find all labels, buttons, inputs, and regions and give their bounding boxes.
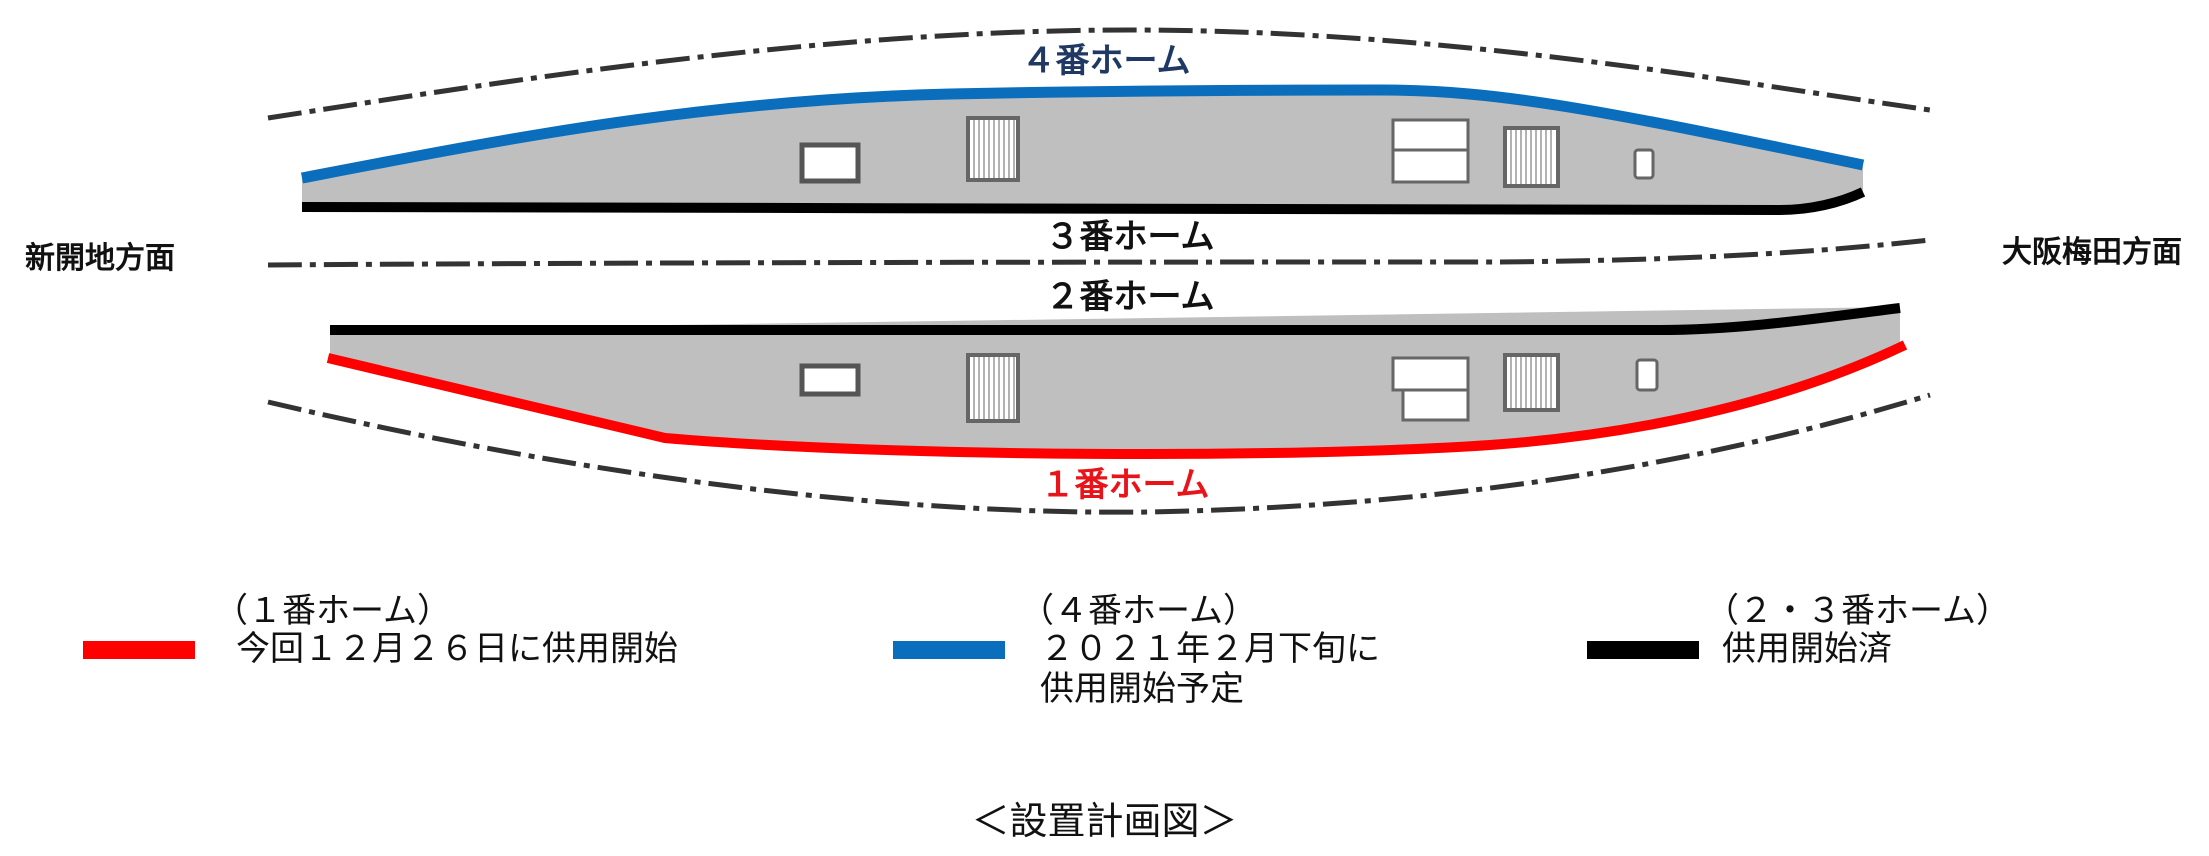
platform-2-edge xyxy=(330,303,1901,335)
track-top-line xyxy=(267,27,1931,121)
platform-4-label: ４番ホーム xyxy=(1022,41,1191,81)
legend-heading: （４番ホーム） xyxy=(1020,591,1257,631)
stairs-structure xyxy=(1503,126,1560,188)
legend-swatch-red xyxy=(83,641,195,659)
structure-box xyxy=(1635,358,1659,392)
structure-box xyxy=(799,142,861,184)
direction-right-label: 大阪梅田方面 xyxy=(2002,235,2182,270)
layout-diagram: ４番ホーム ３番ホーム ２番ホーム １番ホーム 新開地方面 大阪梅田方面 xyxy=(25,27,2182,515)
upper-platform-body xyxy=(302,90,1863,212)
structure-box xyxy=(1633,148,1655,180)
legend-text: 供用開始予定 xyxy=(1040,669,1244,709)
track-bottom-line xyxy=(267,392,1931,515)
platform-1-edge xyxy=(326,340,1908,460)
structure-box xyxy=(1391,148,1470,184)
structure-box xyxy=(1391,356,1470,392)
platform-1-label: １番ホーム xyxy=(1041,465,1210,505)
legend-text: ２０２１年２月下旬に xyxy=(1040,629,1380,669)
platform-3-label: ３番ホーム xyxy=(1046,217,1215,257)
structure-box xyxy=(1401,388,1470,422)
legend-heading: （１番ホーム） xyxy=(214,591,451,631)
diagram-caption: ＜設置計画図＞ xyxy=(971,799,1238,843)
legend-text: 供用開始済 xyxy=(1722,629,1892,669)
lower-platform-body xyxy=(330,307,1900,454)
direction-left-label: 新開地方面 xyxy=(25,241,175,276)
legend-swatch-black xyxy=(1587,641,1699,659)
platform-3-edge xyxy=(301,187,1866,216)
platform-4-edge xyxy=(300,84,1865,184)
legend-text: 今回１２月２６日に供用開始 xyxy=(236,629,678,669)
stairs-structure xyxy=(966,353,1020,423)
platform-2-label: ２番ホーム xyxy=(1046,277,1215,317)
track-middle-line xyxy=(267,237,1931,268)
structure-box xyxy=(1391,118,1470,152)
stairs-structure xyxy=(966,116,1020,182)
stairs-structure xyxy=(1503,353,1560,412)
legend-swatch-blue xyxy=(893,641,1005,659)
legend-heading: （２・３番ホーム） xyxy=(1705,591,2010,631)
structure-box xyxy=(799,363,861,397)
